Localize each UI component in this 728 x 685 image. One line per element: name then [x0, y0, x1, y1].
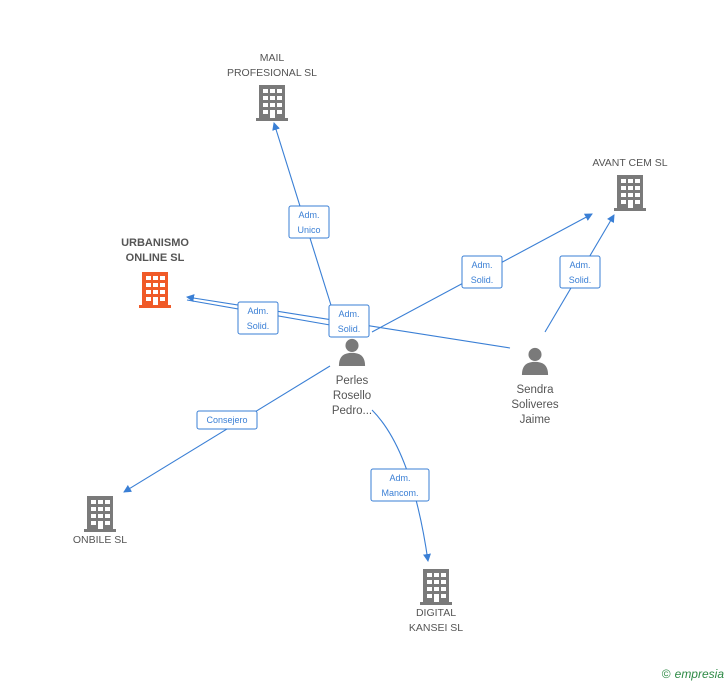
edge-label-text: Adm. — [569, 260, 590, 270]
company-label: ONBILE SL — [73, 534, 127, 546]
edge-line-e7 — [371, 409, 431, 562]
company-label: AVANT CEM SL — [592, 157, 667, 169]
person-label: Perles — [336, 375, 369, 387]
person-icon — [338, 338, 366, 366]
company-label: DIGITAL — [416, 607, 456, 619]
person-label: Jaime — [520, 414, 551, 426]
brand-name: empresia — [674, 667, 724, 681]
edge-label-text: Adm. — [247, 306, 268, 316]
company-label: PROFESIONAL SL — [227, 67, 317, 79]
building-icon — [420, 569, 452, 605]
building-icon — [614, 175, 646, 211]
edge-label-text: Solid. — [247, 321, 270, 331]
edge-label[interactable]: Adm. Unico — [288, 205, 330, 239]
edge-labels-layer: Adm.UnicoAdm.Solid.Adm.Solid.Adm.Solid.A… — [196, 205, 601, 502]
edge-label[interactable]: Consejero — [196, 410, 258, 430]
edge-label-text: Adm. — [338, 309, 359, 319]
person-label: Sendra — [516, 384, 554, 396]
person-icon — [521, 347, 549, 375]
edge-label-text: Solid. — [569, 275, 592, 285]
company-node-digital[interactable]: DIGITAL KANSEI SL — [409, 569, 463, 634]
edge-label-text: Consejero — [206, 415, 247, 425]
edge-label-box — [237, 301, 279, 335]
copyright-icon: © — [661, 667, 671, 681]
edge-label-text: Unico — [297, 225, 320, 235]
edge-label-box — [288, 205, 330, 239]
edge-label-text: Adm. — [471, 260, 492, 270]
person-label: Pedro... — [332, 405, 372, 417]
edge-label[interactable]: Adm. Solid. — [461, 255, 503, 289]
company-node-urbanismo[interactable]: URBANISMO ONLINE SL — [121, 237, 189, 308]
edges-layer — [123, 122, 615, 562]
company-label: KANSEI SL — [409, 622, 463, 634]
edge-label-box — [370, 468, 430, 502]
person-label: Soliveres — [511, 399, 559, 411]
edge-label-box — [196, 410, 258, 430]
edge-label-text: Adm. — [389, 473, 410, 483]
brand-footer[interactable]: ©empresia — [662, 667, 724, 681]
company-node-mail[interactable]: MAIL PROFESIONAL SL — [227, 52, 317, 121]
edge-label-text: Solid. — [471, 275, 494, 285]
company-node-onbile[interactable]: ONBILE SL — [73, 496, 127, 546]
edge-label[interactable]: Adm. Solid. — [237, 301, 279, 335]
company-label: URBANISMO — [121, 237, 189, 249]
edge-label-box — [328, 304, 370, 338]
company-node-avant[interactable]: AVANT CEM SL — [592, 157, 668, 211]
edge-label-text: Mancom. — [381, 488, 418, 498]
edge-label[interactable]: Adm. Solid. — [559, 255, 601, 289]
person-label: Rosello — [333, 390, 371, 402]
edge-label-box — [461, 255, 503, 289]
building-icon — [84, 496, 116, 532]
person-node-perles[interactable]: PerlesRoselloPedro... — [332, 338, 372, 417]
company-label: MAIL — [260, 52, 285, 64]
edge-label-text: Solid. — [338, 324, 361, 334]
edge-label-text: Adm. — [298, 210, 319, 220]
edge-label-box — [559, 255, 601, 289]
company-label: ONLINE SL — [126, 252, 185, 264]
building-icon — [139, 272, 171, 308]
edge-label[interactable]: Adm. Mancom. — [370, 468, 430, 502]
building-icon — [256, 85, 288, 121]
nodes-layer: MAIL PROFESIONAL SL AVANT CEM SL URBANISMO O… — [73, 52, 668, 634]
edge-label[interactable]: Adm. Solid. — [328, 304, 370, 338]
